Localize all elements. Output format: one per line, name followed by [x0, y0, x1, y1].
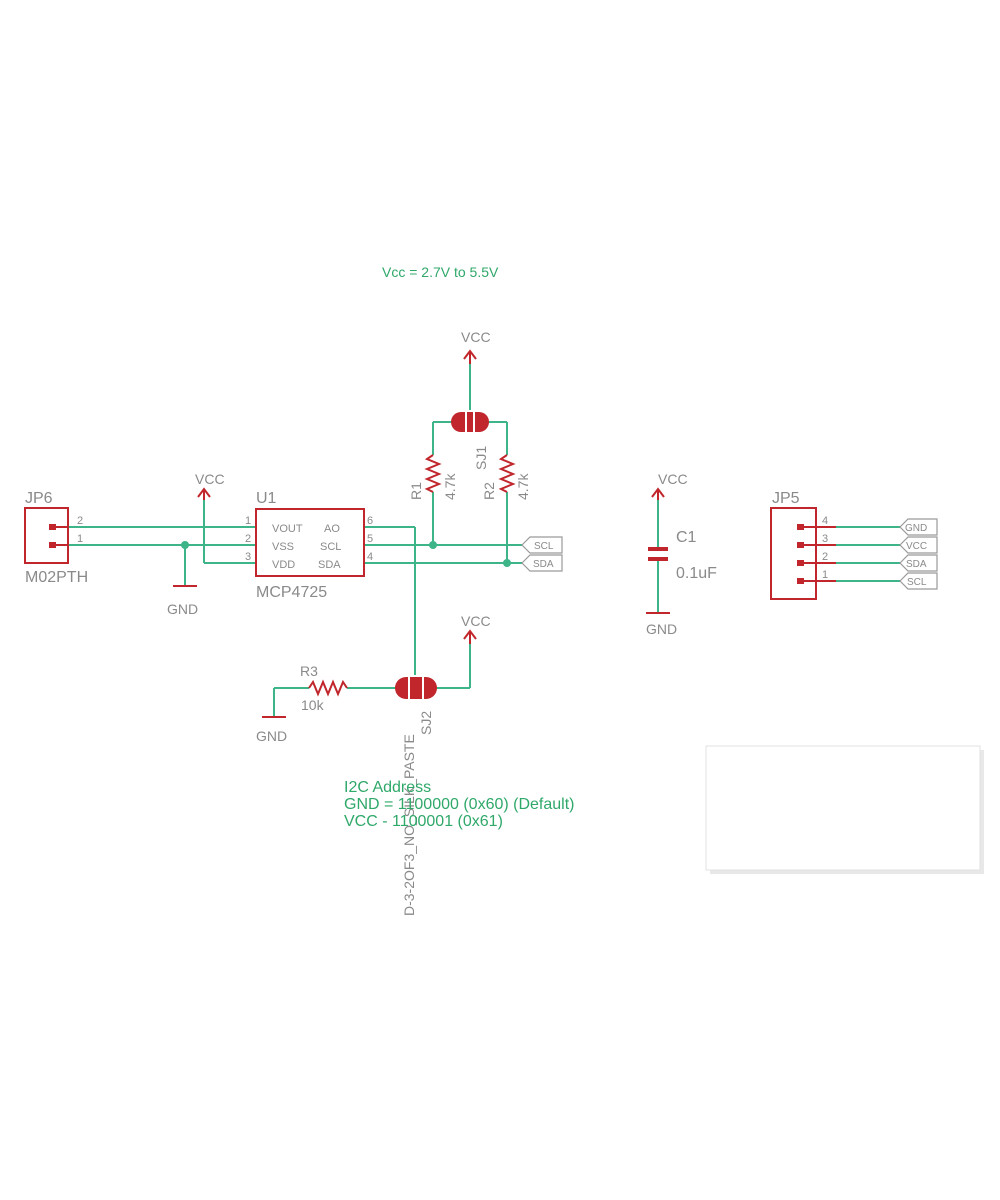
- sj1-jumper: SJ1: [451, 412, 489, 470]
- junction-sda: [503, 559, 511, 567]
- c1-value: 0.1uF: [676, 565, 717, 582]
- jp5-ref: JP5: [772, 490, 800, 507]
- jp5-pin-1: 1: [822, 569, 828, 581]
- jp6-pin-2: 2: [77, 515, 83, 527]
- supply-range-note: Vcc = 2.7V to 5.5V: [382, 264, 499, 280]
- net-label-scl: SCL: [521, 536, 563, 554]
- jp5-net-labels: GND VCC SDA SCL: [899, 518, 938, 590]
- vcc-label-c1: VCC: [658, 471, 688, 487]
- u1-value: MCP4725: [256, 584, 327, 601]
- sj2-value: D-3-2OF3_NO_SILK_PASTE: [401, 734, 417, 916]
- vcc-symbol-u1: VCC: [195, 471, 225, 500]
- jp5-pin-4: 4: [822, 515, 828, 527]
- u1-pin-sda: SDA: [318, 559, 341, 571]
- i2c-note-line3: VCC - 1100001 (0x61): [344, 813, 503, 830]
- u1-ref: U1: [256, 490, 277, 507]
- c1-capacitor: C1 0.1uF: [648, 529, 717, 582]
- gnd-symbol-r3: GND: [256, 716, 287, 744]
- jp5-net-vcc: VCC: [906, 541, 927, 552]
- r2-value: 4.7k: [515, 473, 531, 500]
- jp5-connector: JP5 4 3 2 1: [770, 490, 836, 600]
- vcc-symbol-c1: VCC: [651, 471, 688, 500]
- gnd-label-r3: GND: [256, 728, 287, 744]
- junction-gnd: [181, 541, 189, 549]
- junction-dots: [181, 541, 511, 567]
- vcc-label-sj1: VCC: [461, 329, 491, 345]
- blank-panel: [705, 745, 984, 874]
- jp6-ref: JP6: [25, 490, 53, 507]
- u1-pin-num-6: 6: [367, 515, 373, 527]
- sj2-jumper: SJ2 D-3-2OF3_NO_SILK_PASTE: [395, 677, 437, 916]
- jp5-net-gnd: GND: [905, 523, 927, 534]
- r3-value: 10k: [301, 697, 325, 713]
- u1-pin-vout: VOUT: [272, 523, 303, 535]
- jp6-pin-1: 1: [77, 533, 83, 545]
- i2c-note-line2: GND = 1100000 (0x60) (Default): [344, 796, 574, 813]
- vcc-symbol-sj1: VCC: [461, 329, 491, 364]
- i2c-note-line1: I2C Address: [344, 779, 431, 796]
- u1-pin-vdd: VDD: [272, 559, 295, 571]
- u1-pin-num-3: 3: [245, 551, 251, 563]
- net-label-sda-text: SDA: [533, 559, 554, 570]
- sj2-ref: SJ2: [418, 711, 434, 735]
- net-label-sda: SDA: [521, 554, 563, 572]
- u1-pin-num-4: 4: [367, 551, 373, 563]
- jp5-net-scl: SCL: [907, 577, 927, 588]
- jp5-pin-2: 2: [822, 551, 828, 563]
- vcc-symbol-sj2: VCC: [461, 613, 491, 644]
- gnd-label-c1: GND: [646, 621, 677, 637]
- r3-resistor: R3 10k: [300, 663, 348, 713]
- u1-pin-ao: AO: [324, 523, 340, 535]
- vcc-label-u1: VCC: [195, 471, 225, 487]
- gnd-symbol-jp6: GND: [167, 585, 198, 617]
- vcc-label-sj2: VCC: [461, 613, 491, 629]
- u1-pin-scl: SCL: [320, 541, 341, 553]
- u1-pin-num-2: 2: [245, 533, 251, 545]
- gnd-label-jp6: GND: [167, 601, 198, 617]
- u1-mcp4725: U1 1 2 3 VOUT VSS VDD AO SCL SDA 6 5 4 M…: [245, 490, 373, 601]
- jp6-value: M02PTH: [25, 569, 88, 586]
- jp6-connector: JP6 2 1 M02PTH: [24, 490, 88, 586]
- c1-ref: C1: [676, 529, 697, 546]
- gnd-symbol-c1: GND: [646, 612, 677, 637]
- net-label-scl-text: SCL: [534, 541, 554, 552]
- r1-resistor: R1 4.7k: [408, 454, 458, 500]
- r2-ref: R2: [481, 482, 497, 500]
- i2c-address-note: I2C Address GND = 1100000 (0x60) (Defaul…: [344, 779, 574, 830]
- sj1-ref: SJ1: [473, 446, 489, 470]
- u1-pin-num-5: 5: [367, 533, 373, 545]
- r1-ref: R1: [408, 482, 424, 500]
- r1-value: 4.7k: [442, 473, 458, 500]
- u1-pin-num-1: 1: [245, 515, 251, 527]
- wires: [68, 362, 900, 716]
- r2-resistor: R2 4.7k: [481, 454, 531, 500]
- jp5-pin-3: 3: [822, 533, 828, 545]
- u1-pin-vss: VSS: [272, 541, 294, 553]
- r3-ref: R3: [300, 663, 318, 679]
- jp5-net-sda: SDA: [906, 559, 927, 570]
- junction-scl: [429, 541, 437, 549]
